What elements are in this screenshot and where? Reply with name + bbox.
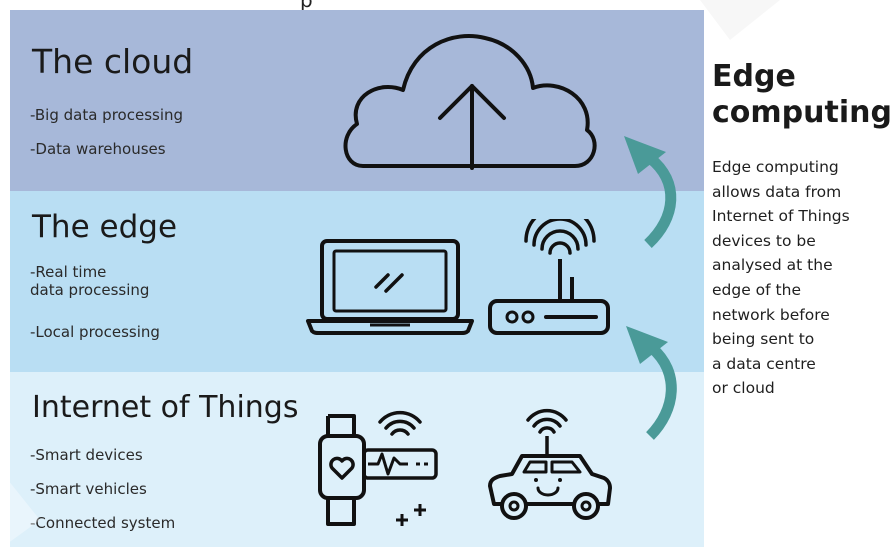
iot-bullet-item: -Smart devices xyxy=(30,446,143,464)
upward-curved-arrow-icon xyxy=(626,326,677,440)
cloud-layer: The cloud -Big data processing -Data war… xyxy=(10,10,704,191)
router-icon xyxy=(488,219,610,335)
iot-layer: Internet of Things -Smart devices -Smart… xyxy=(10,372,704,547)
smart-car-icon xyxy=(488,408,612,520)
sidebar-title: Edge computing xyxy=(712,59,892,130)
cloud-bullet-item: -Big data processing xyxy=(30,106,184,124)
cropped-top-caption: p xyxy=(300,0,660,10)
cloud-bullet-item: -Data warehouses xyxy=(30,140,166,158)
edge-bullet-list: -Real time data processing -Local proces… xyxy=(30,263,160,341)
sidebar-description: Edge computing allows data from Internet… xyxy=(712,158,850,398)
laptop-icon xyxy=(306,239,474,335)
edge-bullet-item: -Local processing xyxy=(30,323,160,341)
cloud-bullet-list: -Big data processing -Data warehouses xyxy=(30,106,183,174)
iot-layer-title: Internet of Things xyxy=(32,390,299,425)
edge-bullet-item: -Real time data processing xyxy=(30,263,150,299)
upward-curved-arrow-icon xyxy=(624,136,677,249)
smartwatch-icon xyxy=(318,410,438,526)
edge-layer-title: The edge xyxy=(32,209,178,245)
iot-bullet-item: -Connected system xyxy=(30,514,176,532)
iot-bullet-list: -Smart devices -Smart vehicles -Connecte… xyxy=(30,446,175,548)
edge-layer: The edge -Real time data processing -Loc… xyxy=(10,191,704,372)
iot-bullet-item: -Smart vehicles xyxy=(30,480,147,498)
cloud-layer-title: The cloud xyxy=(32,42,194,81)
cloud-upload-icon xyxy=(343,34,597,170)
